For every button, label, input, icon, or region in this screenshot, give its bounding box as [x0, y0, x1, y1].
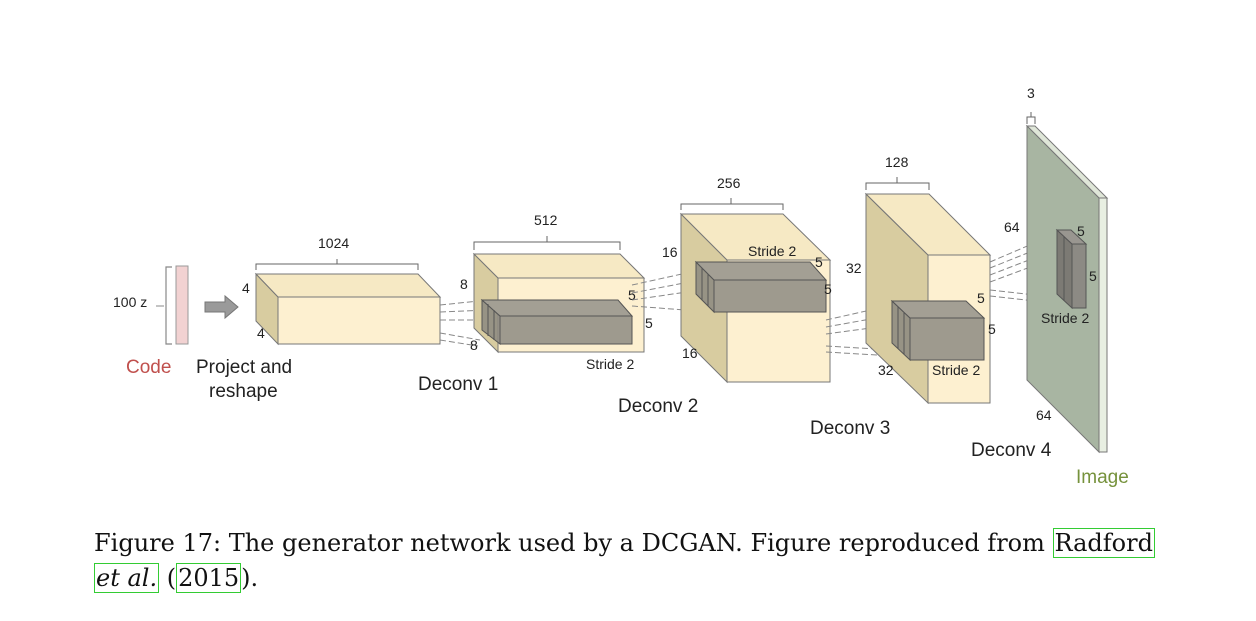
deconv4-label: Deconv 4 — [971, 440, 1052, 461]
dcgan-generator-diagram: 100 z Code 1024 4 4 Project and reshape … — [113, 85, 1129, 488]
citation-year-link[interactable]: 2015 — [176, 563, 242, 593]
deconv4-kernel-h-label: 5 — [1077, 223, 1085, 239]
project-depth-bracket — [255, 259, 419, 270]
citation-author-link[interactable]: Radford — [1052, 528, 1155, 558]
deconv4-kernel-w-label: 5 — [1089, 268, 1097, 284]
deconv2-label: Deconv 2 — [618, 396, 698, 417]
project-width-label: 4 — [257, 325, 265, 341]
caption-open-paren: ( — [159, 564, 177, 592]
figure-caption: Figure 17: The generator network used by… — [94, 526, 1164, 596]
output-image-plane — [1025, 124, 1109, 454]
project-block — [254, 272, 442, 346]
deconv1-block — [472, 252, 646, 354]
deconv1-width-label: 8 — [470, 337, 478, 353]
deconv1-depth-bracket — [473, 236, 621, 250]
deconv3-kernel-w-label: 5 — [988, 321, 996, 337]
code-bracket — [165, 266, 172, 345]
deconv2-width-label: 16 — [682, 345, 698, 361]
project-arrow-icon — [204, 294, 239, 320]
deconv1-kernel-w-label: 5 — [645, 315, 653, 331]
deconv4-height-label: 64 — [1004, 219, 1020, 235]
project-label-line1: Project and — [196, 357, 292, 378]
project-label-line2: reshape — [209, 381, 278, 402]
deconv3-depth-label: 128 — [885, 154, 909, 170]
deconv2-depth-label: 256 — [717, 175, 741, 191]
deconv1-stride-label: Stride 2 — [586, 356, 634, 372]
project-height-label: 4 — [242, 280, 250, 296]
deconv1-kernel-h-label: 5 — [628, 287, 636, 303]
image-label: Image — [1076, 467, 1129, 488]
project-depth-label: 1024 — [318, 235, 349, 251]
deconv2-stride-label: Stride 2 — [748, 243, 796, 259]
deconv3-kernel-h-label: 5 — [977, 290, 985, 306]
deconv2-height-label: 16 — [662, 244, 678, 260]
caption-prefix: Figure 17: The generator network used by… — [94, 529, 1053, 557]
deconv2-depth-bracket — [680, 198, 784, 210]
deconv3-depth-bracket — [865, 177, 930, 190]
deconv4-depth-bracket — [1026, 112, 1036, 124]
deconv4-stride-label: Stride 2 — [1041, 310, 1089, 326]
deconv4-width-label: 64 — [1036, 407, 1052, 423]
deconv2-kernel-h-label: 5 — [815, 254, 823, 270]
citation-etal-link[interactable]: et al. — [94, 563, 160, 593]
deconv3-block — [864, 192, 992, 405]
deconv3-width-label: 32 — [878, 362, 894, 378]
deconv2-kernel-w-label: 5 — [824, 281, 832, 297]
deconv1-label: Deconv 1 — [418, 374, 498, 395]
deconv3-label: Deconv 3 — [810, 418, 890, 439]
deconv2-block — [679, 212, 832, 384]
code-dim-label: 100 z — [113, 294, 147, 310]
code-vector — [175, 265, 189, 345]
deconv4-depth-label: 3 — [1027, 85, 1035, 101]
deconv3-stride-label: Stride 2 — [932, 362, 980, 378]
caption-suffix: ). — [241, 564, 259, 592]
code-label: Code — [126, 357, 171, 378]
deconv1-height-label: 8 — [460, 276, 468, 292]
deconv3-height-label: 32 — [846, 260, 862, 276]
deconv1-depth-label: 512 — [534, 212, 558, 228]
